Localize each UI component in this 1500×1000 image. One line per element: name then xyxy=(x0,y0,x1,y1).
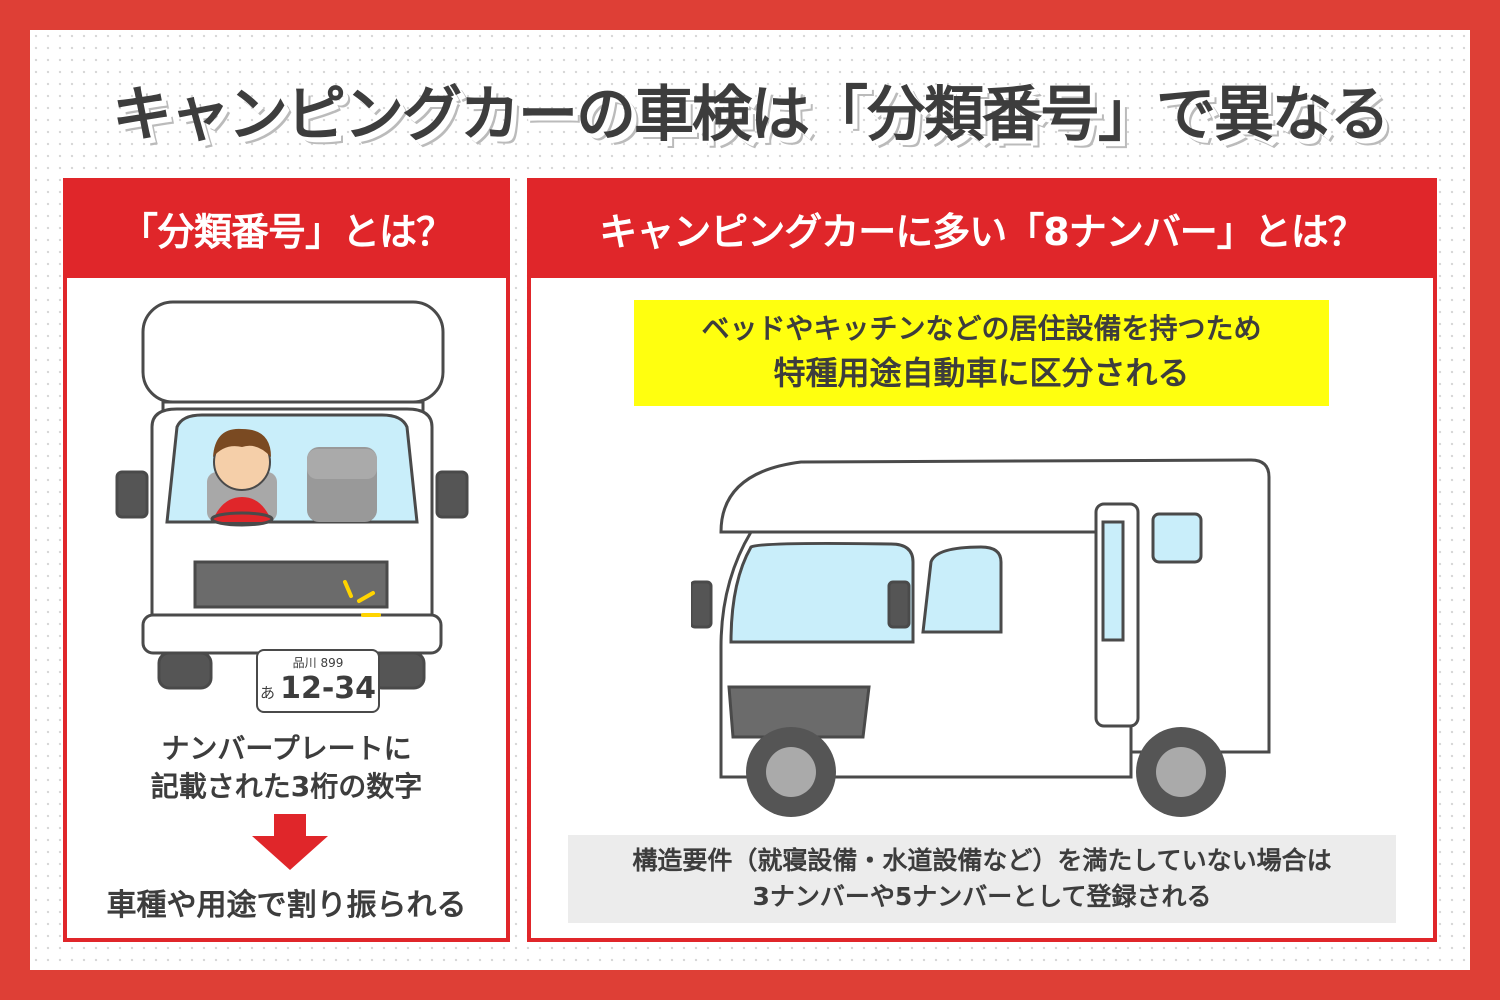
result-text: 車種や用途で割り振られる xyxy=(106,888,467,923)
plate-number: 12-34 xyxy=(280,671,377,706)
panel-heading: 「分類番号」とは？ xyxy=(63,178,510,278)
description-line2: 記載された3桁の数字 xyxy=(150,770,423,803)
description-line1: ナンバープレートに xyxy=(161,732,412,765)
number-8-panel: キャンピングカーに多い「8ナンバー」とは？ ベッドやキッチンなどの居住設備を持つ… xyxy=(527,178,1437,942)
highlight-box: ベッドやキッチンなどの居住設備を持つため 特種用途自動車に区分される xyxy=(634,300,1329,406)
infographic: キャンピングカーの車検は「分類番号」で異なる 「分類番号」とは？ 品川 899 … xyxy=(30,30,1470,970)
camper-front-illustration xyxy=(115,300,469,690)
note-line2: 3ナンバーや5ナンバーとして登録される xyxy=(752,882,1212,911)
down-arrow-icon xyxy=(252,814,328,870)
highlight-line2: 特種用途自動車に区分される xyxy=(773,354,1190,392)
classification-number-panel: 「分類番号」とは？ 品川 899 あ 12-34 ナンバープレートに 記載された… xyxy=(63,178,510,942)
license-plate: 品川 899 あ 12-34 xyxy=(256,649,380,713)
camper-side-illustration xyxy=(691,458,1271,817)
page-title: キャンピングカーの車検は「分類番号」で異なる xyxy=(112,80,1390,150)
plate-kana: あ xyxy=(259,684,275,702)
note-line1: 構造要件（就寝設備・水道設備など）を満たしていない場合は xyxy=(632,846,1332,875)
plate-region: 品川 899 xyxy=(292,656,344,670)
note-box: 構造要件（就寝設備・水道設備など）を満たしていない場合は 3ナンバーや5ナンバー… xyxy=(568,835,1396,923)
panel-heading: キャンピングカーに多い「8ナンバー」とは？ xyxy=(527,178,1437,278)
highlight-line1: ベッドやキッチンなどの居住設備を持つため xyxy=(701,312,1262,345)
